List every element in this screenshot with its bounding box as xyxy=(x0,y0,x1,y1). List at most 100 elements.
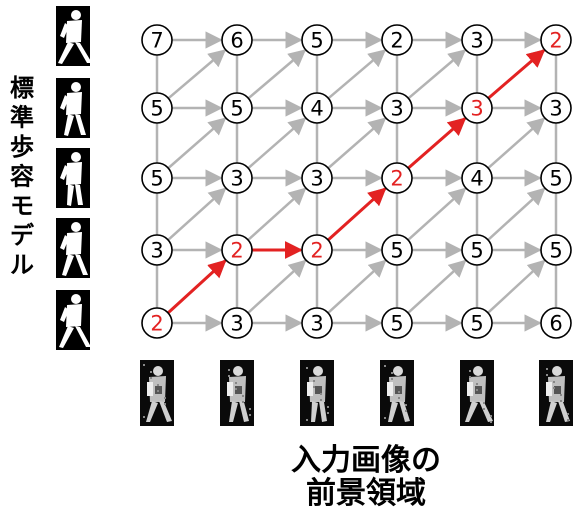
grid-node: 6 xyxy=(221,24,253,56)
vertical-label-char: 歩 xyxy=(10,133,34,161)
vertical-label-char: モ xyxy=(10,192,34,220)
grid-node: 2 xyxy=(381,162,413,194)
grid-node-circle xyxy=(381,307,413,339)
grid-node-value: 6 xyxy=(549,312,562,336)
grid-node-circle xyxy=(540,24,572,56)
walking-silhouette-1-image xyxy=(56,6,92,66)
grid-node-circle xyxy=(141,92,173,124)
vertical-label-char: ル xyxy=(10,251,34,279)
grid-node-value: 5 xyxy=(310,29,323,53)
grid-node-circle xyxy=(540,307,572,339)
grid-node-circle xyxy=(461,307,493,339)
grid-node-value: 5 xyxy=(390,312,403,336)
grid-edge xyxy=(167,259,227,314)
grid-node-value: 5 xyxy=(549,239,562,263)
walking-silhouette-4-image xyxy=(56,218,90,278)
foreground-frame-1-image xyxy=(140,360,174,426)
foreground-frame-3-image xyxy=(300,360,334,426)
grid-edge xyxy=(167,187,227,241)
grid-edge xyxy=(327,259,387,314)
grid-node-circle xyxy=(221,307,253,339)
grid-node-circle xyxy=(221,24,253,56)
walking-silhouette-5-image xyxy=(56,290,91,350)
grid-edge xyxy=(487,187,546,241)
grid-edge xyxy=(327,187,387,242)
grid-node-circle xyxy=(141,162,173,194)
caption-line-1: 入力画像の xyxy=(291,443,441,478)
grid-node-value: 5 xyxy=(150,167,163,191)
grid-node-circle xyxy=(141,24,173,56)
grid-edge xyxy=(407,259,467,314)
grid-node-value: 3 xyxy=(310,312,323,336)
walking-silhouette-3-image xyxy=(56,148,90,208)
grid-node: 5 xyxy=(540,234,572,266)
grid-node: 3 xyxy=(461,24,493,56)
grid-node-circle xyxy=(141,307,173,339)
grid-nodes: 7 6 5 2 3 2 5 5 4 3 3 3 5 3 3 2 4 5 3 2 2 5 5 5 2 3 3 5 5 6 xyxy=(141,24,572,339)
grid-node-value: 2 xyxy=(549,29,562,53)
grid-edge xyxy=(407,49,467,100)
grid-node: 2 xyxy=(221,234,253,266)
gait-model-column xyxy=(56,6,92,350)
grid-edge xyxy=(407,187,467,241)
grid-node-value: 7 xyxy=(150,29,163,53)
grid-node-value: 2 xyxy=(310,239,323,263)
grid-node-value: 4 xyxy=(470,167,483,191)
grid-edge xyxy=(247,259,307,314)
grid-node: 2 xyxy=(141,307,173,339)
grid-node: 3 xyxy=(221,307,253,339)
grid-node: 7 xyxy=(141,24,173,56)
grid-node-circle xyxy=(381,24,413,56)
grid-node: 2 xyxy=(301,234,333,266)
grid-node-value: 5 xyxy=(549,167,562,191)
grid-node-value: 2 xyxy=(150,312,163,336)
vertical-label-char: 容 xyxy=(10,163,34,191)
grid-node-value: 6 xyxy=(230,29,243,53)
grid-node-circle xyxy=(301,307,333,339)
grid-node: 3 xyxy=(381,92,413,124)
grid-node: 2 xyxy=(381,24,413,56)
grid-node: 4 xyxy=(301,92,333,124)
grid-edge xyxy=(247,187,307,241)
grid-node-value: 2 xyxy=(230,239,243,263)
grid-node-value: 3 xyxy=(549,97,562,121)
grid-node-value: 3 xyxy=(310,167,323,191)
grid-edge xyxy=(327,49,387,100)
grid-node-circle xyxy=(301,162,333,194)
grid-node-circle xyxy=(381,234,413,266)
foreground-frame-row xyxy=(140,360,573,426)
grid-edge xyxy=(487,259,546,314)
walking-silhouette-2-image xyxy=(56,78,90,138)
grid-node: 5 xyxy=(461,234,493,266)
grid-node: 5 xyxy=(540,162,572,194)
foreground-frame-5-image xyxy=(460,360,494,426)
grid-edge xyxy=(247,49,307,100)
grid-node: 5 xyxy=(381,307,413,339)
grid-node: 5 xyxy=(141,92,173,124)
grid-node-circle xyxy=(540,162,572,194)
grid-node: 5 xyxy=(221,92,253,124)
grid-node-value: 2 xyxy=(390,167,403,191)
vertical-label-char: 準 xyxy=(10,104,34,132)
grid-node-circle xyxy=(301,92,333,124)
grid-node: 3 xyxy=(221,162,253,194)
grid-node-value: 3 xyxy=(150,239,163,263)
grid-node: 4 xyxy=(461,162,493,194)
foreground-frame-4-image xyxy=(380,360,414,426)
grid-edge xyxy=(327,117,387,170)
grid-node-value: 5 xyxy=(470,312,483,336)
grid-edge xyxy=(167,117,227,170)
grid-node: 5 xyxy=(381,234,413,266)
grid-node-circle xyxy=(141,234,173,266)
grid-node-circle xyxy=(221,234,253,266)
grid-edge xyxy=(487,117,546,169)
grid-node: 3 xyxy=(461,92,493,124)
foreground-frame-6-image xyxy=(539,360,573,426)
grid-node-circle xyxy=(540,234,572,266)
grid-node: 3 xyxy=(301,162,333,194)
grid-node-circle xyxy=(381,92,413,124)
grid-node-circle xyxy=(461,92,493,124)
grid-node-circle xyxy=(540,92,572,124)
